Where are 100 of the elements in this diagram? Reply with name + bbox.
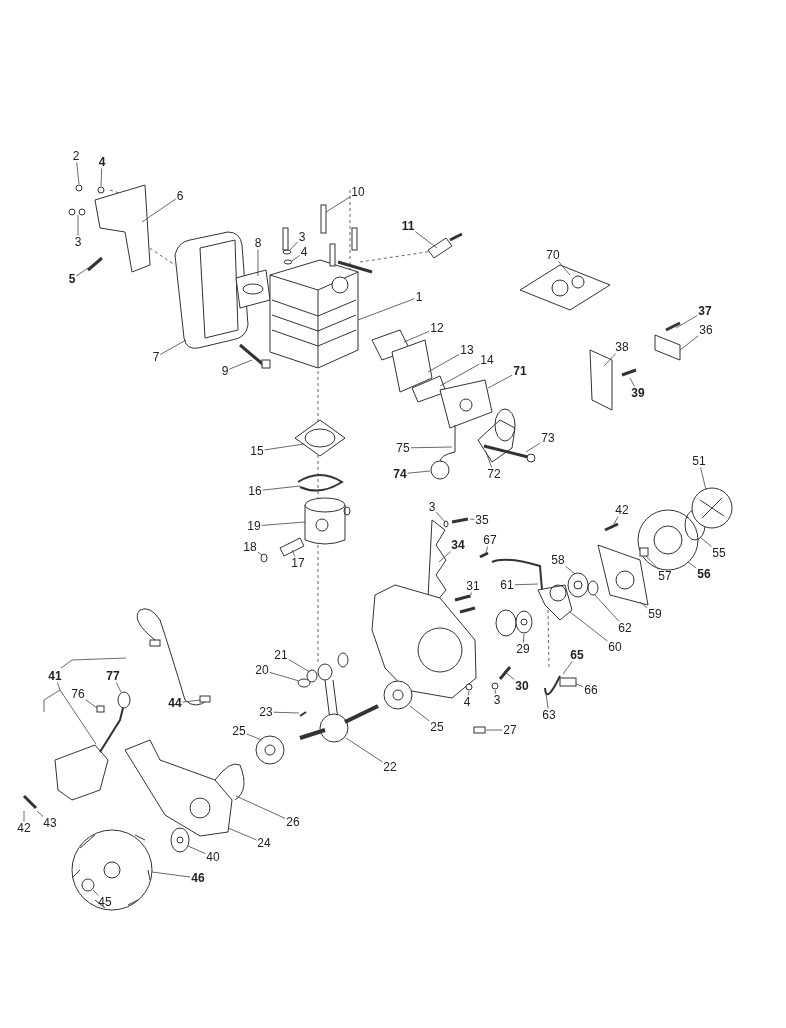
- callout-number: 20: [254, 663, 270, 677]
- callout-number: 3: [492, 693, 502, 707]
- callout-number: 76: [70, 687, 86, 701]
- leader-line: [262, 485, 301, 491]
- callout-number: 31: [465, 579, 481, 593]
- callout-number: 42: [16, 821, 32, 835]
- leader-line: [487, 374, 513, 389]
- callout-number: 41: [47, 669, 63, 683]
- callout-number: 19: [246, 519, 262, 533]
- callout-number: 65: [569, 648, 585, 662]
- callout-number: 56: [696, 567, 712, 581]
- leader-line: [115, 682, 122, 693]
- callout-number: 4: [299, 245, 309, 259]
- leader-line: [288, 659, 311, 673]
- leader-line: [409, 705, 430, 722]
- leader-line: [85, 699, 98, 709]
- leader-line: [43, 657, 127, 745]
- callout-number: 66: [583, 683, 599, 697]
- callout-number: 77: [105, 669, 121, 683]
- leader-line: [514, 583, 539, 586]
- callout-number: 63: [541, 708, 557, 722]
- callout-number: 21: [273, 648, 289, 662]
- leader-line: [325, 196, 351, 213]
- leader-line: [151, 871, 191, 878]
- leader-line: [23, 810, 25, 822]
- callout-number: 22: [382, 760, 398, 774]
- leader-line: [525, 442, 541, 453]
- callout-number: 18: [242, 540, 258, 554]
- leader-line: [467, 690, 470, 696]
- callout-number: 44: [167, 696, 183, 710]
- callout-number: 13: [459, 343, 475, 357]
- callout-number: 9: [220, 364, 230, 378]
- leader-line: [228, 359, 253, 370]
- leader-line: [75, 267, 89, 277]
- leader-line: [700, 467, 707, 491]
- callout-number: 25: [429, 720, 445, 734]
- callout-number: 57: [657, 569, 673, 583]
- callout-number: 70: [545, 248, 561, 262]
- leader-line: [494, 689, 497, 694]
- leader-line: [503, 670, 515, 680]
- leader-line: [291, 549, 296, 557]
- leader-line: [227, 827, 257, 841]
- callout-number: 55: [711, 546, 727, 560]
- leader-line: [485, 546, 489, 553]
- leader-line: [182, 699, 201, 703]
- callout-number: 26: [285, 815, 301, 829]
- leader-line: [593, 593, 620, 622]
- leader-line: [439, 363, 480, 387]
- leader-line: [562, 661, 573, 675]
- callout-number: 51: [691, 454, 707, 468]
- callout-number: 2: [71, 149, 81, 163]
- leader-line: [485, 729, 503, 731]
- callout-number: 36: [698, 323, 714, 337]
- callout-number: 3: [297, 230, 307, 244]
- callout-number: 29: [515, 642, 531, 656]
- leader-line: [687, 561, 697, 569]
- callout-number: 4: [462, 695, 472, 709]
- callout-number: 35: [474, 513, 490, 527]
- leader-line: [264, 443, 305, 451]
- callout-number: 43: [42, 816, 58, 830]
- callout-number: 73: [540, 431, 556, 445]
- callout-number: 5: [67, 272, 77, 286]
- leader-line: [675, 315, 698, 329]
- leader-line: [36, 810, 44, 817]
- leader-line: [410, 446, 453, 449]
- leader-line: [629, 377, 635, 387]
- leader-line: [159, 339, 187, 355]
- leader-line: [141, 198, 177, 223]
- leader-line: [438, 551, 452, 563]
- leader-line: [414, 231, 438, 249]
- leader-line: [76, 162, 80, 185]
- leader-line: [469, 592, 472, 599]
- callout-number: 60: [607, 640, 623, 654]
- leader-line: [558, 261, 571, 276]
- leader-line: [289, 241, 299, 251]
- callout-number: 61: [499, 578, 515, 592]
- callout-number: 15: [249, 444, 265, 458]
- leader-line: [257, 551, 263, 556]
- callout-number: 4: [97, 155, 107, 169]
- callout-number: 42: [614, 503, 630, 517]
- leader-line: [92, 889, 99, 896]
- leader-line: [603, 353, 617, 367]
- leader-line: [403, 330, 430, 343]
- leader-line: [345, 737, 383, 763]
- callout-number: 59: [647, 607, 663, 621]
- leader-line: [565, 565, 576, 575]
- callout-number: 8: [253, 236, 263, 250]
- callout-number: 17: [290, 556, 306, 570]
- callout-number: 23: [258, 705, 274, 719]
- callout-number: 6: [175, 189, 185, 203]
- callout-number: 34: [450, 538, 466, 552]
- leader-line: [257, 249, 259, 277]
- callout-number: 71: [512, 364, 528, 378]
- callout-number: 27: [502, 723, 518, 737]
- callout-number: 7: [151, 350, 161, 364]
- callout-number: 25: [231, 724, 247, 738]
- leader-line: [427, 353, 460, 373]
- callout-number: 30: [514, 679, 530, 693]
- callout-number: 37: [697, 304, 713, 318]
- leader-line: [645, 555, 660, 570]
